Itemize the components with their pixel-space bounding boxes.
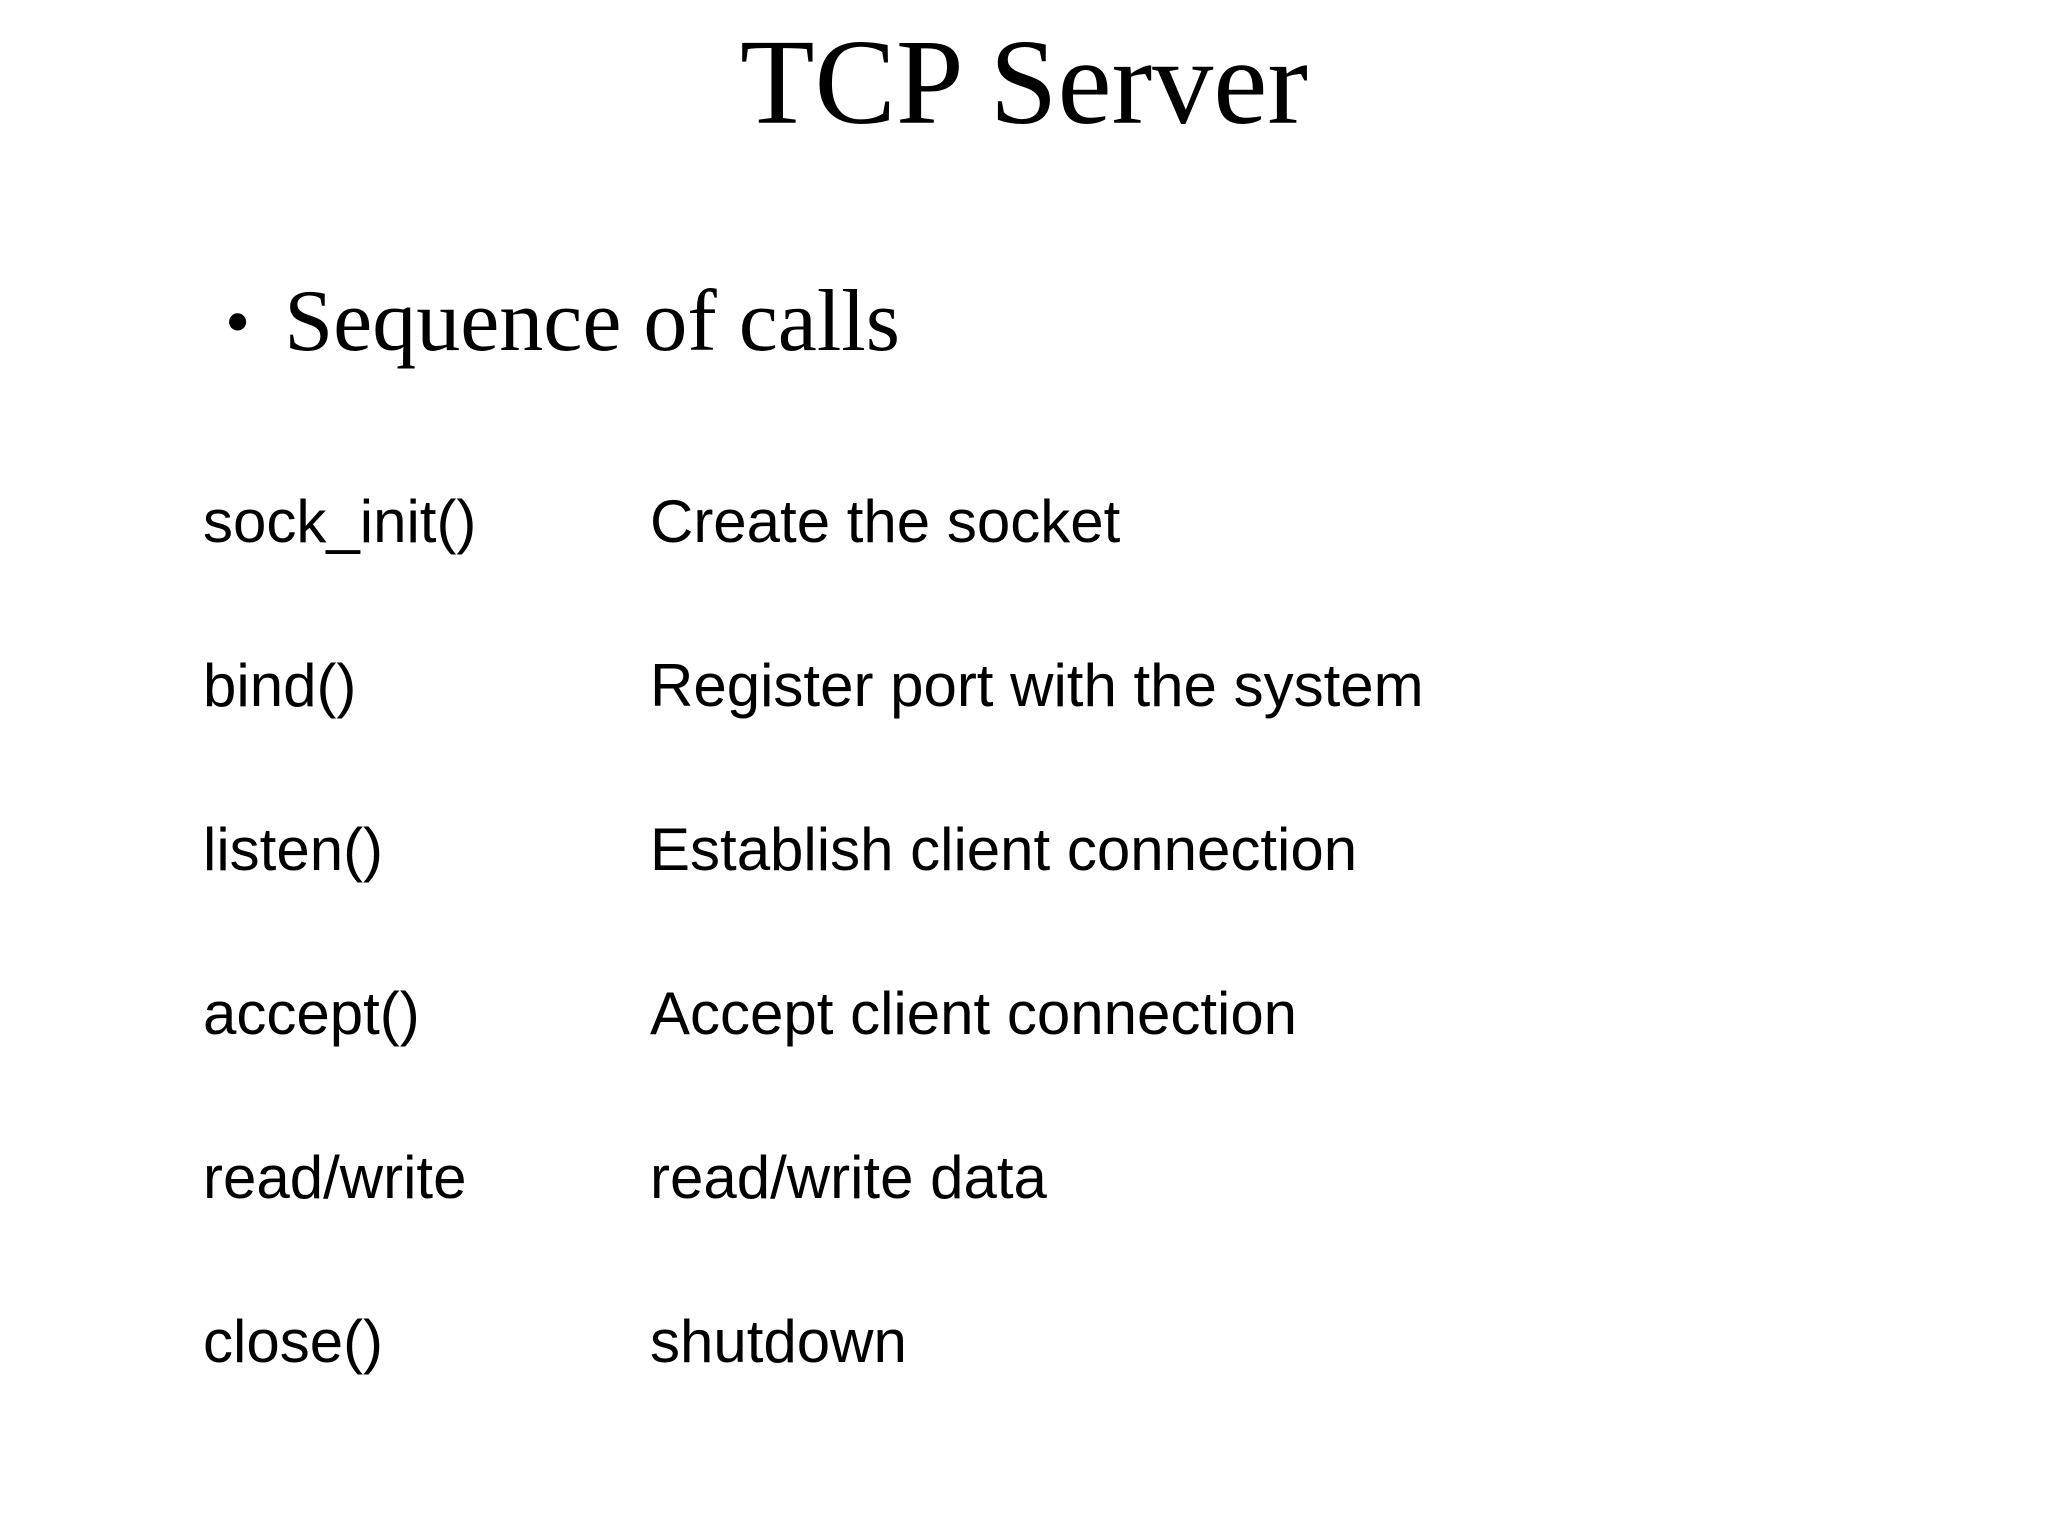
call-description: Register port with the system xyxy=(650,652,1424,719)
call-row-read-write: read/write read/write data xyxy=(203,1096,2008,1260)
bullet-line: • Sequence of calls xyxy=(225,278,900,366)
call-name: accept() xyxy=(203,980,420,1047)
page-title: TCP Server xyxy=(739,15,1309,150)
call-name: read/write xyxy=(203,1144,467,1211)
bullet-text: Sequence of calls xyxy=(284,273,900,370)
call-description: Accept client connection xyxy=(650,980,1298,1047)
call-name: sock_init() xyxy=(203,488,477,555)
calls-list: sock_init() Create the socket bind() Reg… xyxy=(203,440,2008,1424)
call-row-bind: bind() Register port with the system xyxy=(203,604,2008,768)
call-row-sock-init: sock_init() Create the socket xyxy=(203,440,2008,604)
bullet-icon: • xyxy=(225,282,251,362)
call-name: bind() xyxy=(203,652,357,719)
call-row-accept: accept() Accept client connection xyxy=(203,932,2008,1096)
call-name: listen() xyxy=(203,816,384,883)
call-description: Create the socket xyxy=(650,488,1121,555)
call-row-listen: listen() Establish client connection xyxy=(203,768,2008,932)
call-description: Establish client connection xyxy=(650,816,1358,883)
call-name: close() xyxy=(203,1308,384,1375)
call-description: read/write data xyxy=(650,1144,1047,1211)
call-description: shutdown xyxy=(650,1308,907,1375)
call-row-close: close() shutdown xyxy=(203,1260,2008,1424)
